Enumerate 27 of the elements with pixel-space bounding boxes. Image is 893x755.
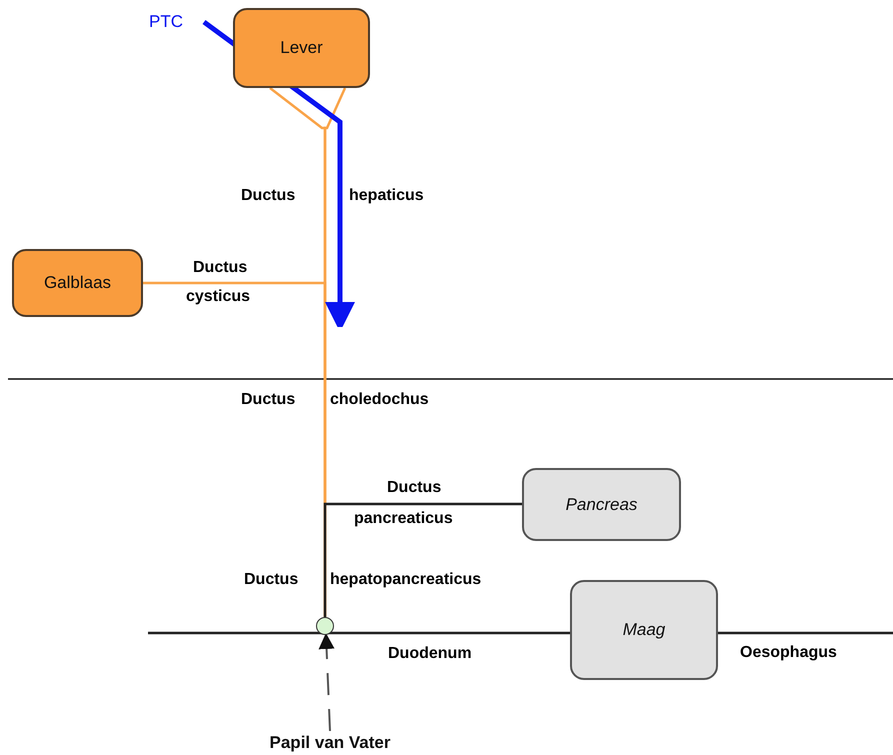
duct-label: pancreaticus (354, 510, 453, 528)
organ-name: Galblaas (44, 273, 112, 293)
duct-label: Ductus (241, 187, 296, 205)
arrow (318, 633, 335, 732)
papilla-circle (316, 617, 334, 635)
organ-box (12, 249, 143, 317)
duct-label: hepatopancreaticus (330, 571, 482, 589)
duct-label: Ductus (193, 259, 248, 277)
duct-line (718, 632, 893, 634)
organ-name: Pancreas (566, 494, 638, 514)
organ-name: Maag (622, 620, 666, 640)
duct-label: Ductus (387, 479, 442, 497)
organ-name: Lever (280, 38, 323, 58)
organ-box (570, 580, 718, 680)
text-label: Papil van Vater (245, 731, 415, 755)
duct-label: cysticus (186, 288, 250, 306)
organ-box (522, 468, 681, 541)
duct-label: choledochus (330, 391, 429, 409)
duct-line (324, 502, 522, 617)
duct-label: Duodenum (388, 645, 472, 663)
text-label: PTC (128, 10, 204, 34)
duct-label: Ductus (241, 391, 296, 409)
organ-box (233, 8, 370, 88)
duct-label: Ductus (244, 571, 298, 589)
duct-label: Oesophagus (740, 644, 837, 662)
duct-line (148, 632, 570, 634)
duct-label: hepaticus (349, 187, 424, 205)
